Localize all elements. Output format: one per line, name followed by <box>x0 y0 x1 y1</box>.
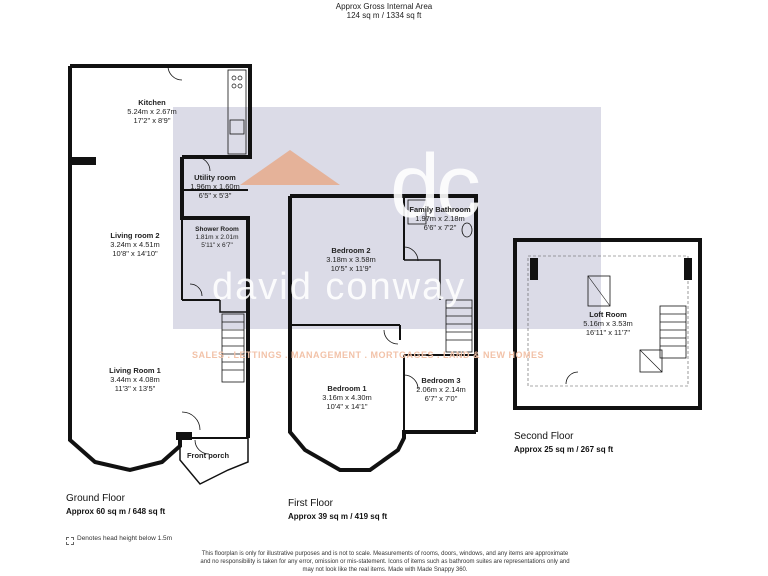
room-utility: Utility room 1.96m x 1.60m 6'5" x 5'3" <box>190 173 240 200</box>
room-loft: Loft Room 5.16m x 3.53m 16'11" x 11'7" <box>583 310 633 337</box>
second-floor-title: Second Floor <box>514 431 574 442</box>
watermark-strapline: SALES . LETTINGS . MANAGEMENT . MORTGAGE… <box>192 350 545 360</box>
first-floor-title: First Floor <box>288 498 333 509</box>
ground-floor-plan <box>68 64 252 485</box>
disclaimer-line-1: This floorplan is only for illustrative … <box>201 551 569 557</box>
room-kitchen: Kitchen 5.24m x 2.67m 17'2" x 8'9" <box>127 98 177 125</box>
room-bedroom-2: Bedroom 2 3.18m x 3.58m 10'5" x 11'9" <box>326 246 376 273</box>
room-front-porch: Front porch <box>186 451 230 460</box>
first-floor-area: Approx 39 sq m / 419 sq ft <box>288 512 388 521</box>
watermark-logo: dc <box>390 137 481 237</box>
ground-floor-title: Ground Floor <box>66 493 125 504</box>
head-height-legend-label: Denotes head height below 1.5m <box>77 535 173 542</box>
room-family-bathroom: Family Bathroom 1.97m x 2.18m 6'6" x 7'2… <box>409 205 471 232</box>
area-title: Approx Gross Internal Area <box>335 2 433 11</box>
second-floor-plan <box>513 238 702 410</box>
head-height-legend-swatch <box>66 537 74 545</box>
second-floor-area: Approx 25 sq m / 267 sq ft <box>514 445 614 454</box>
ground-floor-area: Approx 60 sq m / 648 sq ft <box>66 507 166 516</box>
watermark-roof-logo <box>240 150 340 185</box>
room-living-1: Living Room 1 3.44m x 4.08m 11'3" x 13'5… <box>109 366 161 393</box>
disclaimer-line-3: may not look like the real items. Made w… <box>302 567 468 573</box>
first-floor-plan <box>288 194 478 472</box>
room-bedroom-1: Bedroom 1 3.16m x 4.30m 10'4" x 14'1" <box>322 384 372 411</box>
disclaimer-line-2: and no responsibility is taken for any e… <box>200 559 570 565</box>
room-bedroom-3: Bedroom 3 2.06m x 2.14m 6'7" x 7'0" <box>416 376 466 403</box>
room-living-2: Living room 2 3.24m x 4.51m 10'8" x 14'1… <box>110 231 160 258</box>
area-total: 124 sq m / 1334 sq ft <box>346 11 422 20</box>
watermark-brand: david conway <box>212 266 467 308</box>
room-shower: Shower Room 1.81m x 2.01m 5'11" x 6'7" <box>195 226 239 249</box>
